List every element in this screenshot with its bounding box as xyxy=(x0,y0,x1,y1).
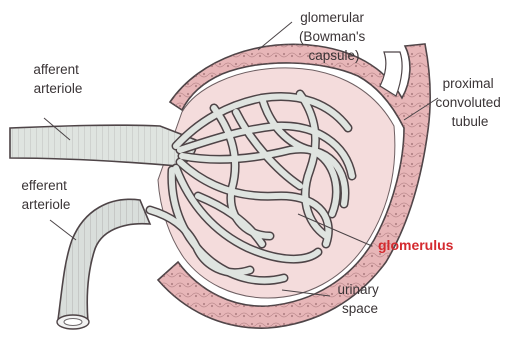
label-efferent-arteriole: efferent arteriole xyxy=(21,178,70,212)
label-proximal-tubule: proximal convoluted tubule xyxy=(435,76,504,129)
label-glomerular-capsule: glomerular (Bowman's capsule) xyxy=(299,10,369,63)
leader-efferent-arteriole xyxy=(50,220,76,240)
label-afferent-arteriole: afferent arteriole xyxy=(33,62,82,96)
afferent-arteriole xyxy=(10,125,196,166)
label-glomerulus: glomerulus xyxy=(378,237,454,253)
efferent-arteriole xyxy=(57,199,150,329)
